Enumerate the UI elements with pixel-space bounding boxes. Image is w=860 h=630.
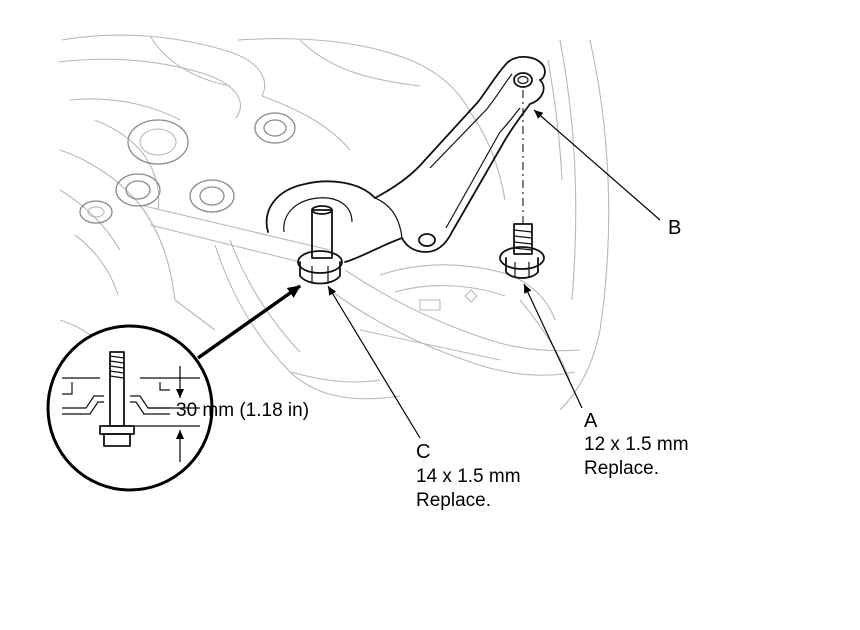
detail-pointer-arrow <box>196 284 302 360</box>
detail-view <box>46 324 214 492</box>
leader-c <box>327 285 421 439</box>
background-chassis <box>57 34 610 411</box>
upper-arm <box>265 56 546 263</box>
bolt-c <box>297 205 343 285</box>
leader-a <box>523 283 583 409</box>
callout-a-note: Replace. <box>584 458 659 479</box>
callout-a-letter: A <box>584 410 598 432</box>
callout-c-size: 14 x 1.5 mm <box>416 466 521 487</box>
callout-c-letter: C <box>416 441 430 463</box>
callout-a-size: 12 x 1.5 mm <box>584 434 689 455</box>
background-bosses <box>79 112 296 224</box>
detail-dimension-label: 30 mm (1.18 in) <box>176 400 309 421</box>
bolt-a <box>499 223 545 279</box>
callout-c-note: Replace. <box>416 490 491 511</box>
leader-b <box>533 109 661 221</box>
callout-b-letter: B <box>668 217 681 239</box>
